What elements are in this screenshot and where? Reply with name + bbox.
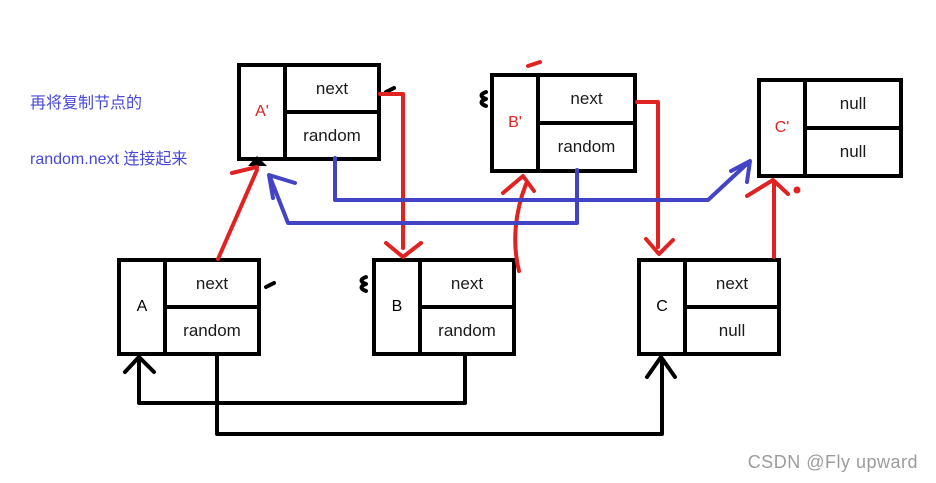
node-b-copy-random-field: random (557, 137, 616, 156)
edge-b-to-b-copy-arrowhead (501, 174, 536, 195)
annotation-line-2: random.next 连接起来 (30, 151, 188, 168)
node-c-next-field: next (687, 262, 777, 309)
edge-b-random-to-a (137, 354, 467, 405)
annotation-text: 再将复制节点的 random.next 连接起来 (30, 62, 187, 202)
node-a-copy-fields: next random (287, 67, 377, 157)
node-a-copy: A' next random (237, 63, 381, 161)
node-c-copy-next-field: null (807, 82, 899, 130)
node-a-copy-next-field: next (287, 67, 377, 114)
stray-tick-right-of-a (264, 281, 276, 289)
red-dot-fill (793, 186, 801, 194)
node-a-label: A (121, 262, 167, 352)
edge-c-to-c-copy-arrowhead (745, 178, 790, 198)
edge-a-random-to-c (215, 352, 664, 436)
node-b-fields: next random (422, 262, 512, 352)
stray-squiggle-left-of-b (359, 275, 368, 293)
node-c-fields: next null (687, 262, 777, 352)
node-c: C next null (637, 258, 781, 356)
node-b-next-field: next (422, 262, 512, 309)
node-a-copy-label: A' (241, 67, 287, 157)
node-b-copy-fields: next random (540, 77, 633, 169)
node-a-copy-random-field: random (303, 125, 361, 145)
edge-b-copy-random-to-a-copy-arrowhead (267, 173, 297, 200)
node-b-copy-label: B' (494, 77, 540, 169)
node-c-copy-null-field: null (839, 142, 867, 161)
node-c-label: C (641, 262, 687, 352)
edge-a-random-to-c-arrowhead (645, 355, 677, 379)
edge-a-copy-next-to-b-arrowhead (384, 241, 423, 259)
edge-b-to-b-copy (513, 182, 528, 273)
node-b-random-field: random (438, 320, 496, 340)
node-a-random-field: random (183, 320, 241, 340)
node-b-copy-next-field: next (540, 77, 633, 125)
node-b: B next random (372, 258, 516, 356)
stray-red-dash-above-b-copy (526, 60, 542, 68)
node-a-next-field: next (167, 262, 257, 309)
node-c-null-field: null (718, 320, 746, 340)
edge-a-copy-random-to-c-copy-arrowhead (729, 159, 752, 184)
node-c-copy: C' null null (757, 78, 903, 178)
edge-b-copy-random-to-a-copy (268, 168, 579, 225)
edge-a-to-a-copy-barb (230, 165, 259, 175)
node-c-copy-label: C' (761, 82, 807, 174)
stray-red-dot-near-c-copy (793, 186, 801, 194)
annotation-line-1: 再将复制节点的 (30, 95, 143, 112)
node-b-label: B (376, 262, 422, 352)
stray-squiggle-left-of-b-copy (479, 90, 488, 108)
node-c-copy-fields: null null (807, 82, 899, 174)
node-a: A next random (117, 258, 261, 356)
edge-b-copy-next-to-c (635, 100, 660, 249)
node-a-fields: next random (167, 262, 257, 352)
edge-a-to-a-copy (216, 168, 259, 261)
stray-tick-right-of-a-copy (384, 86, 396, 94)
edge-b-random-to-a-arrowhead (123, 355, 156, 374)
edge-b-copy-next-to-c-arrowhead (644, 237, 675, 256)
edge-a-copy-next-to-b (378, 92, 405, 250)
node-b-copy: B' next random (490, 73, 637, 173)
watermark-text: CSDN @Fly upward (747, 452, 918, 472)
